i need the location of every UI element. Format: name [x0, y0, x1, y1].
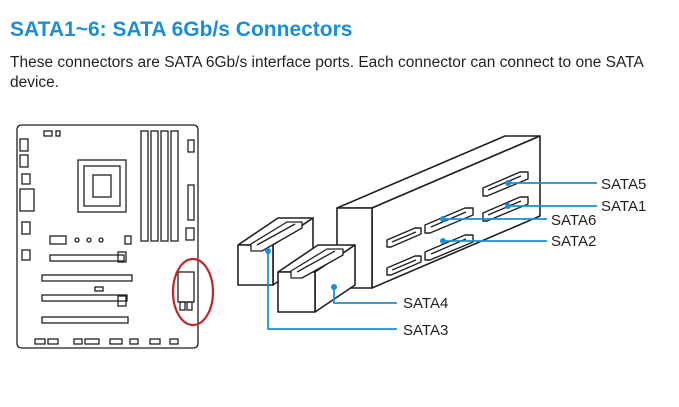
page-title: SATA1~6: SATA 6Gb/s Connectors	[10, 18, 353, 41]
motherboard-diagram	[16, 124, 199, 349]
leader-dots	[265, 180, 511, 290]
leader-lines	[267, 182, 597, 330]
label-sata6: SATA6	[551, 212, 596, 229]
description-text: These connectors are SATA 6Gb/s interfac…	[10, 54, 643, 91]
label-sata3: SATA3	[403, 322, 448, 339]
label-sata2: SATA2	[551, 233, 596, 250]
highlight-circle	[171, 257, 215, 327]
sata-block-front	[277, 244, 356, 313]
label-sata5: SATA5	[601, 176, 646, 193]
label-sata1: SATA1	[601, 198, 646, 215]
sata-block-large	[336, 135, 541, 289]
label-sata4: SATA4	[403, 295, 448, 312]
